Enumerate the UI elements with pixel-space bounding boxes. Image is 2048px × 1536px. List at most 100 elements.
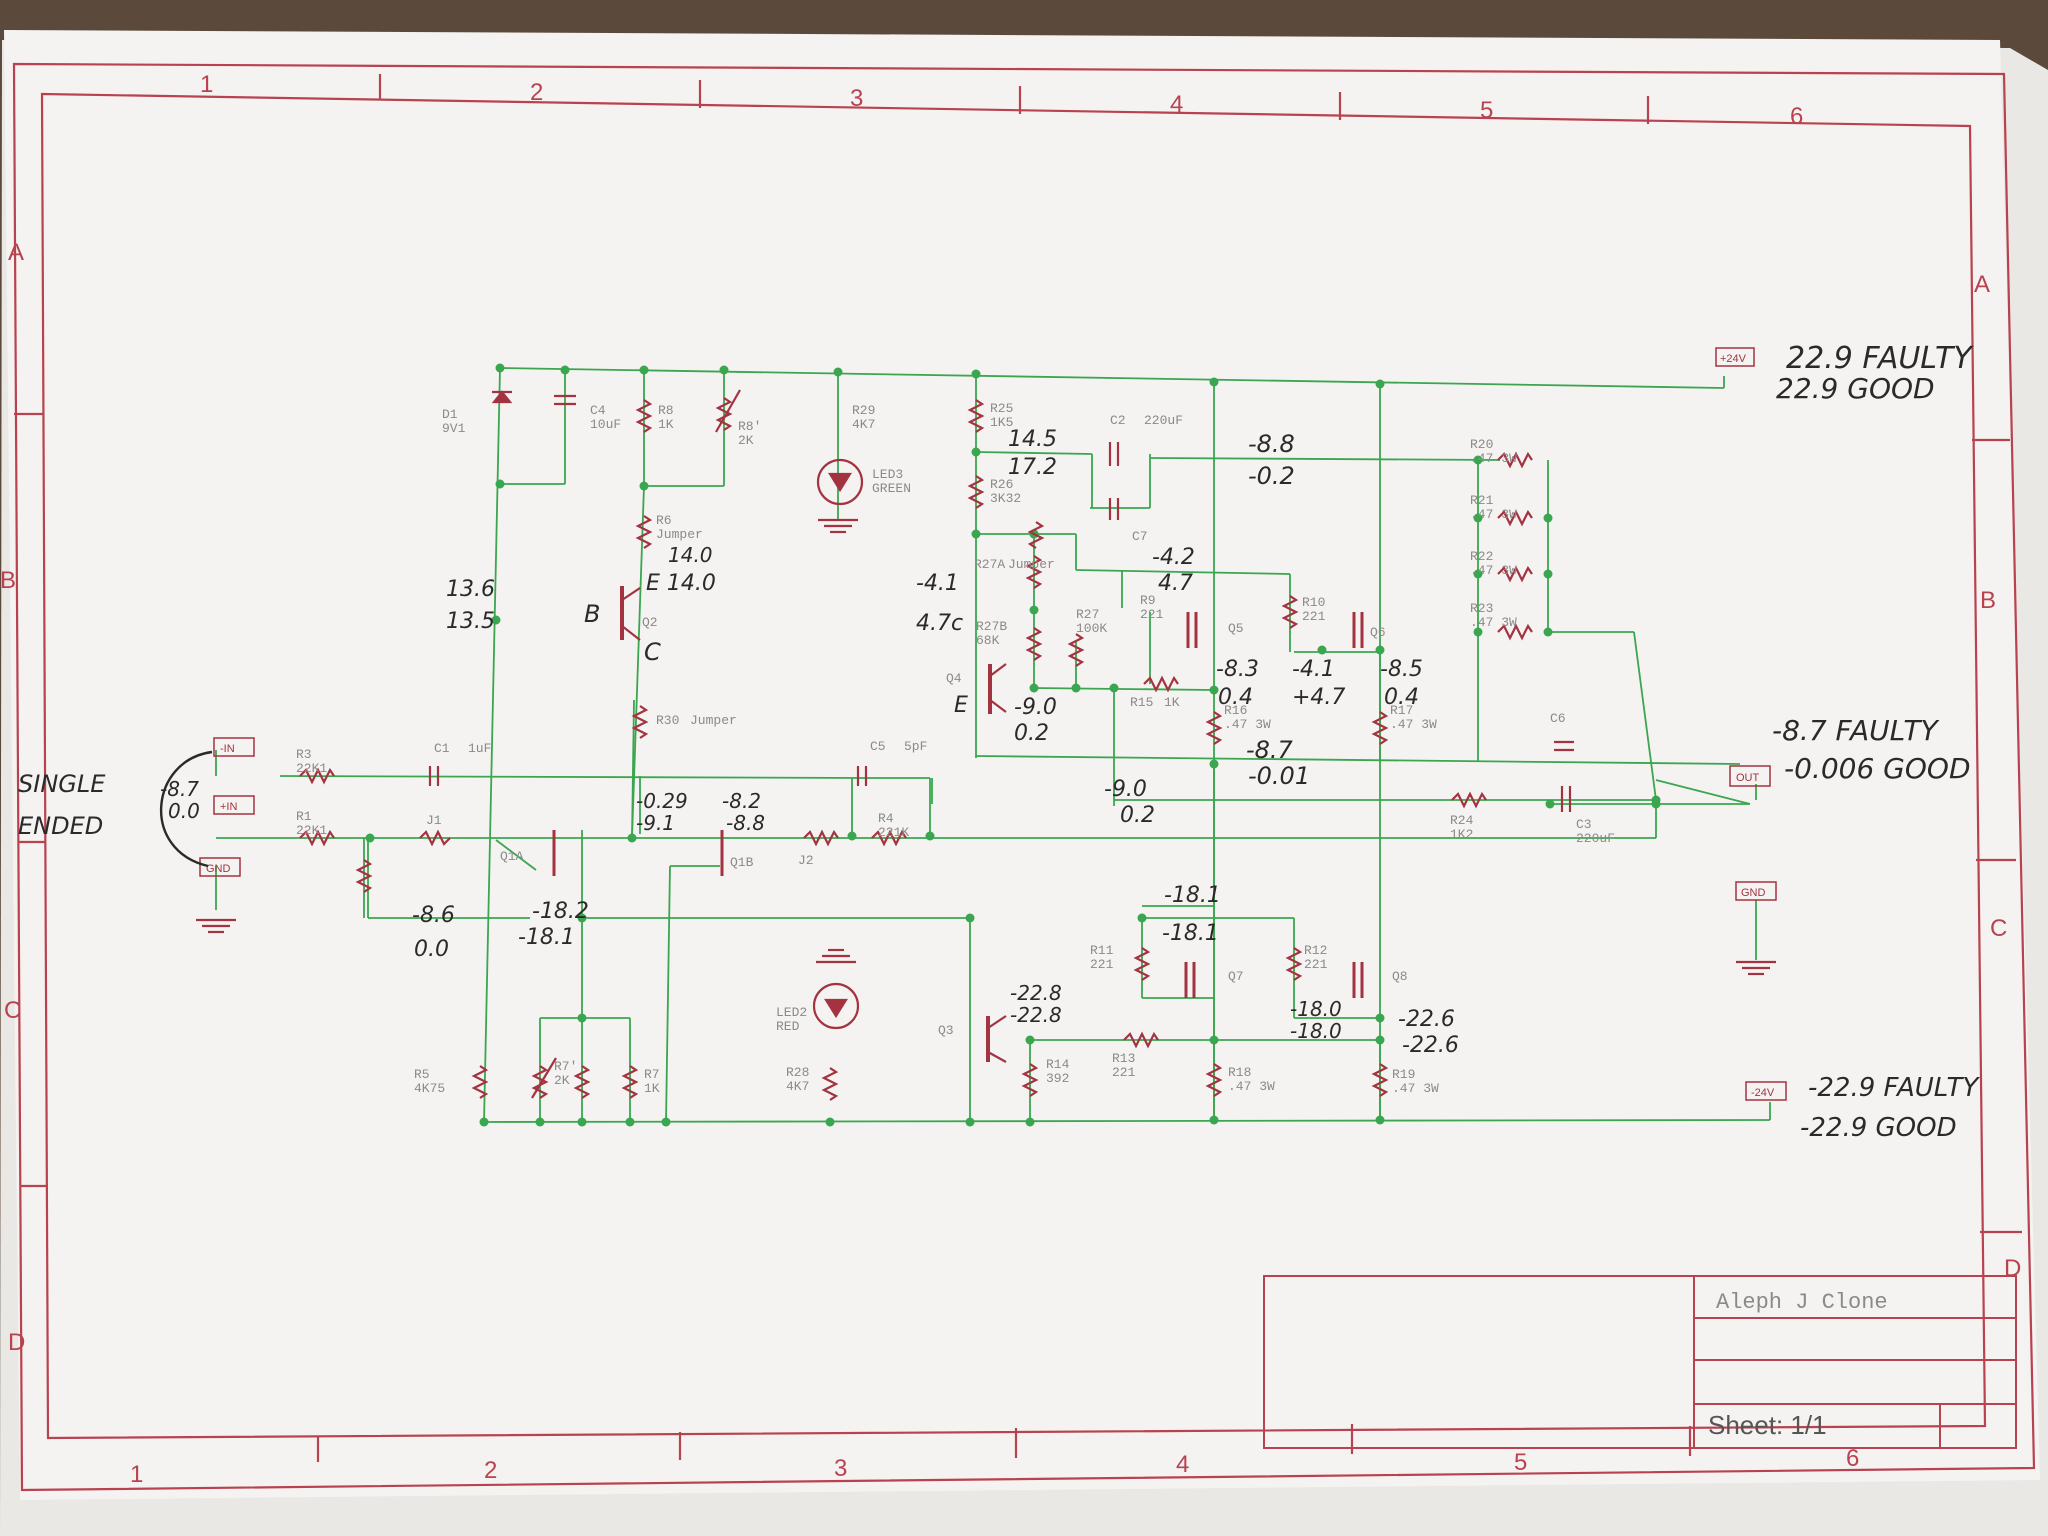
measured-voltage-note: -0.2 xyxy=(1248,462,1295,490)
component-ref: R6 xyxy=(656,513,672,528)
component-value: .47 3W xyxy=(1390,717,1437,732)
measured-voltage-note: -4.2 xyxy=(1152,545,1195,570)
component-value: .47 3W xyxy=(1470,507,1517,522)
component-value: 4K75 xyxy=(414,1081,445,1096)
component-value: .47 3W xyxy=(1470,615,1517,630)
port-minus-in xyxy=(213,737,255,757)
row-label-right: C xyxy=(1990,915,2007,942)
component-value: .47 3W xyxy=(1224,717,1271,732)
component-value: 2K xyxy=(738,433,754,448)
measured-voltage-note: SINGLE xyxy=(18,770,106,798)
col-label-bottom: 3 xyxy=(834,1455,847,1482)
measured-voltage-note: -22.9 FAULTY xyxy=(1808,1073,1980,1103)
wires xyxy=(215,367,1771,1123)
col-label-top: 6 xyxy=(1790,103,1803,130)
measured-voltage-note: 22.9 GOOD xyxy=(1776,372,1935,405)
component-value: 2K xyxy=(554,1073,570,1088)
component-ref: Q1A xyxy=(500,849,524,864)
component-value: 221 xyxy=(1140,607,1164,622)
component-value: 221K xyxy=(878,825,909,840)
col-label-bottom: 2 xyxy=(484,1457,497,1484)
measured-voltage-note: B xyxy=(584,600,600,628)
measured-voltage-note: 0.0 xyxy=(414,937,449,962)
measured-voltage-note: -18.1 xyxy=(1162,921,1219,946)
component-value: Jumper xyxy=(690,713,737,728)
component-value: Jumper xyxy=(1008,557,1055,572)
measured-voltage-note: -22.8 xyxy=(1010,981,1062,1005)
row-label-left: A xyxy=(8,239,24,266)
component-value: 220uF xyxy=(1576,831,1615,846)
measured-voltage-note: -9.0 xyxy=(1104,777,1147,802)
input-bracket xyxy=(159,750,213,868)
component-ref: R9 xyxy=(1140,593,1156,608)
component-ref: C1 xyxy=(434,741,450,756)
measured-voltage-note: -0.29 xyxy=(636,789,688,813)
col-label-top: 3 xyxy=(850,85,863,112)
component-ref: R19 xyxy=(1392,1067,1415,1082)
component-value: 1uF xyxy=(468,741,491,756)
component-value: .47 3W xyxy=(1470,451,1517,466)
component-value: RED xyxy=(776,1019,800,1034)
component-ref: Q2 xyxy=(642,615,658,630)
component-ref: R13 xyxy=(1112,1051,1135,1066)
measured-voltage-note: -8.8 xyxy=(726,811,765,835)
component-ref: R28 xyxy=(786,1065,809,1080)
component-ref: Q7 xyxy=(1228,969,1244,984)
component-ref: C7 xyxy=(1132,529,1148,544)
component-ref: R30 xyxy=(656,713,679,728)
component-value: 22K1 xyxy=(296,761,327,776)
col-label-top: 1 xyxy=(200,71,213,98)
measured-voltage-note: -8.8 xyxy=(1248,430,1295,458)
col-label-top: 5 xyxy=(1480,97,1493,124)
component-ref: R24 xyxy=(1450,813,1474,828)
measured-voltage-note: -18.1 xyxy=(1164,883,1221,908)
component-value: 4K7 xyxy=(786,1079,809,1094)
component-ref: R27B xyxy=(976,619,1007,634)
component-value: 1K2 xyxy=(1450,827,1473,842)
component-ref: R27 xyxy=(1076,607,1099,622)
component-ref: Q6 xyxy=(1370,625,1386,640)
row-label-right: D xyxy=(2004,1255,2021,1282)
component-ref: R27A xyxy=(974,557,1005,572)
port-out xyxy=(1729,765,1771,787)
component-ref: R10 xyxy=(1302,595,1325,610)
component-value: 220uF xyxy=(1144,413,1183,428)
measured-voltage-note: 0.4 xyxy=(1384,685,1419,710)
measured-voltage-note: -9.1 xyxy=(636,811,675,835)
measured-voltage-note: 14.5 xyxy=(1008,427,1057,452)
measured-voltage-note: -18.1 xyxy=(518,925,575,950)
measured-voltage-note: +4.7 xyxy=(1292,685,1345,710)
col-label-bottom: 4 xyxy=(1176,1451,1189,1478)
component-ref: R21 xyxy=(1470,493,1494,508)
component-ref: LED2 xyxy=(776,1005,807,1020)
port-label: -24V xyxy=(1751,1087,1775,1099)
measured-voltage-note: E 14.0 xyxy=(646,571,716,596)
component-ref: Q3 xyxy=(938,1023,954,1038)
component-value: .47 3W xyxy=(1228,1079,1275,1094)
col-label-bottom: 5 xyxy=(1514,1449,1527,1476)
component-value: 1K5 xyxy=(990,415,1013,430)
measured-voltage-note: -4.1 xyxy=(1292,657,1335,682)
component-ref: R3 xyxy=(296,747,312,762)
component-ref: R8' xyxy=(738,419,761,434)
component-value: 221 xyxy=(1304,957,1328,972)
component-value: 221 xyxy=(1090,957,1114,972)
component-ref: Q4 xyxy=(946,671,962,686)
component-symbols xyxy=(196,389,1776,1101)
component-ref: R1 xyxy=(296,809,312,824)
sheet-number: Sheet: 1/1 xyxy=(1708,1410,1827,1440)
component-value: Jumper xyxy=(656,527,703,542)
component-value: 5pF xyxy=(904,739,927,754)
measured-voltage-note: E xyxy=(954,693,968,718)
measured-voltage-note: -8.7 xyxy=(160,777,199,801)
component-ref: C3 xyxy=(1576,817,1592,832)
measured-voltage-note: -22.6 xyxy=(1398,1007,1455,1032)
component-ref: R20 xyxy=(1470,437,1493,452)
component-value: .47 3W xyxy=(1470,563,1517,578)
component-value: .47 3W xyxy=(1392,1081,1439,1096)
component-ref: Q8 xyxy=(1392,969,1408,984)
title-block xyxy=(1263,1275,2017,1449)
